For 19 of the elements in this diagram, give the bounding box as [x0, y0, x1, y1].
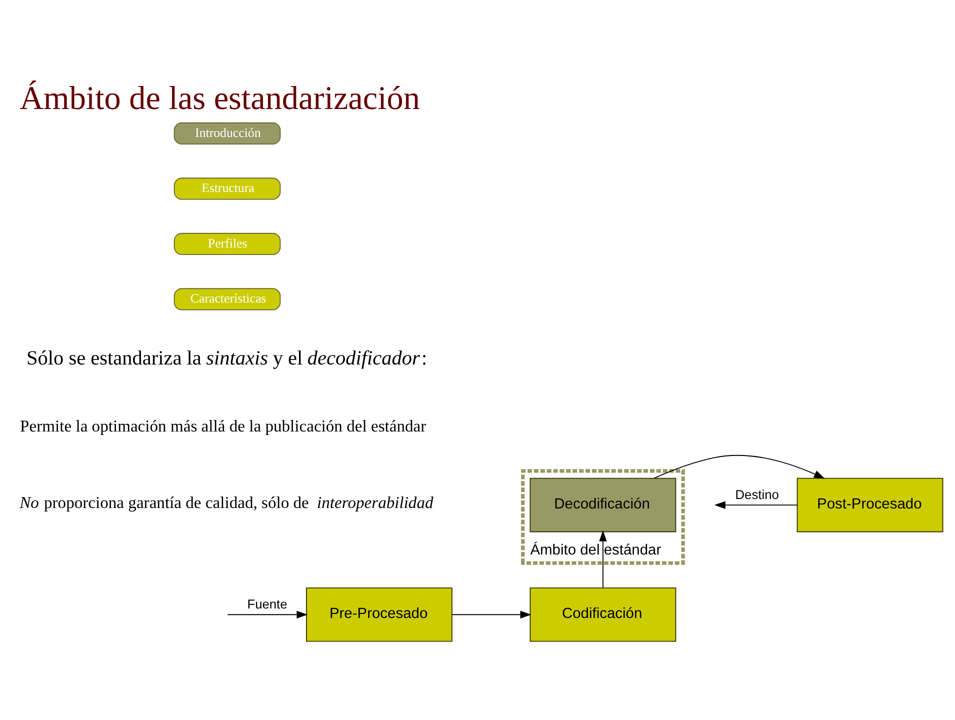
edge-label: Fuente: [247, 596, 288, 612]
arrow: [599, 530, 607, 588]
node-box: Decodificación: [530, 478, 676, 532]
node-box: Post-Procesado: [796, 478, 944, 532]
arrow: [227, 610, 308, 618]
diagram-title: Ámbito de las estandarización: [20, 80, 420, 117]
label: Sólo se estandariza la sintaxis y el decodificador:: [26, 348, 428, 370]
node-box: Codificación: [530, 587, 676, 642]
label: Permite la optimación más allá de la publicación del estándar: [20, 416, 426, 436]
node-box: Características: [174, 288, 281, 310]
node-box: Perfiles: [174, 232, 281, 256]
node-box: Pre-Procesado: [306, 587, 452, 642]
edge-label: Destino: [735, 486, 779, 502]
arrow: [452, 610, 532, 618]
node-box: Estructura: [174, 178, 281, 200]
label: No proporciona garantía de calidad, sólo de interoperabilidad: [20, 493, 434, 512]
arrow: [714, 501, 798, 509]
node-box: Introducción: [174, 122, 281, 145]
arrow: [654, 455, 826, 479]
